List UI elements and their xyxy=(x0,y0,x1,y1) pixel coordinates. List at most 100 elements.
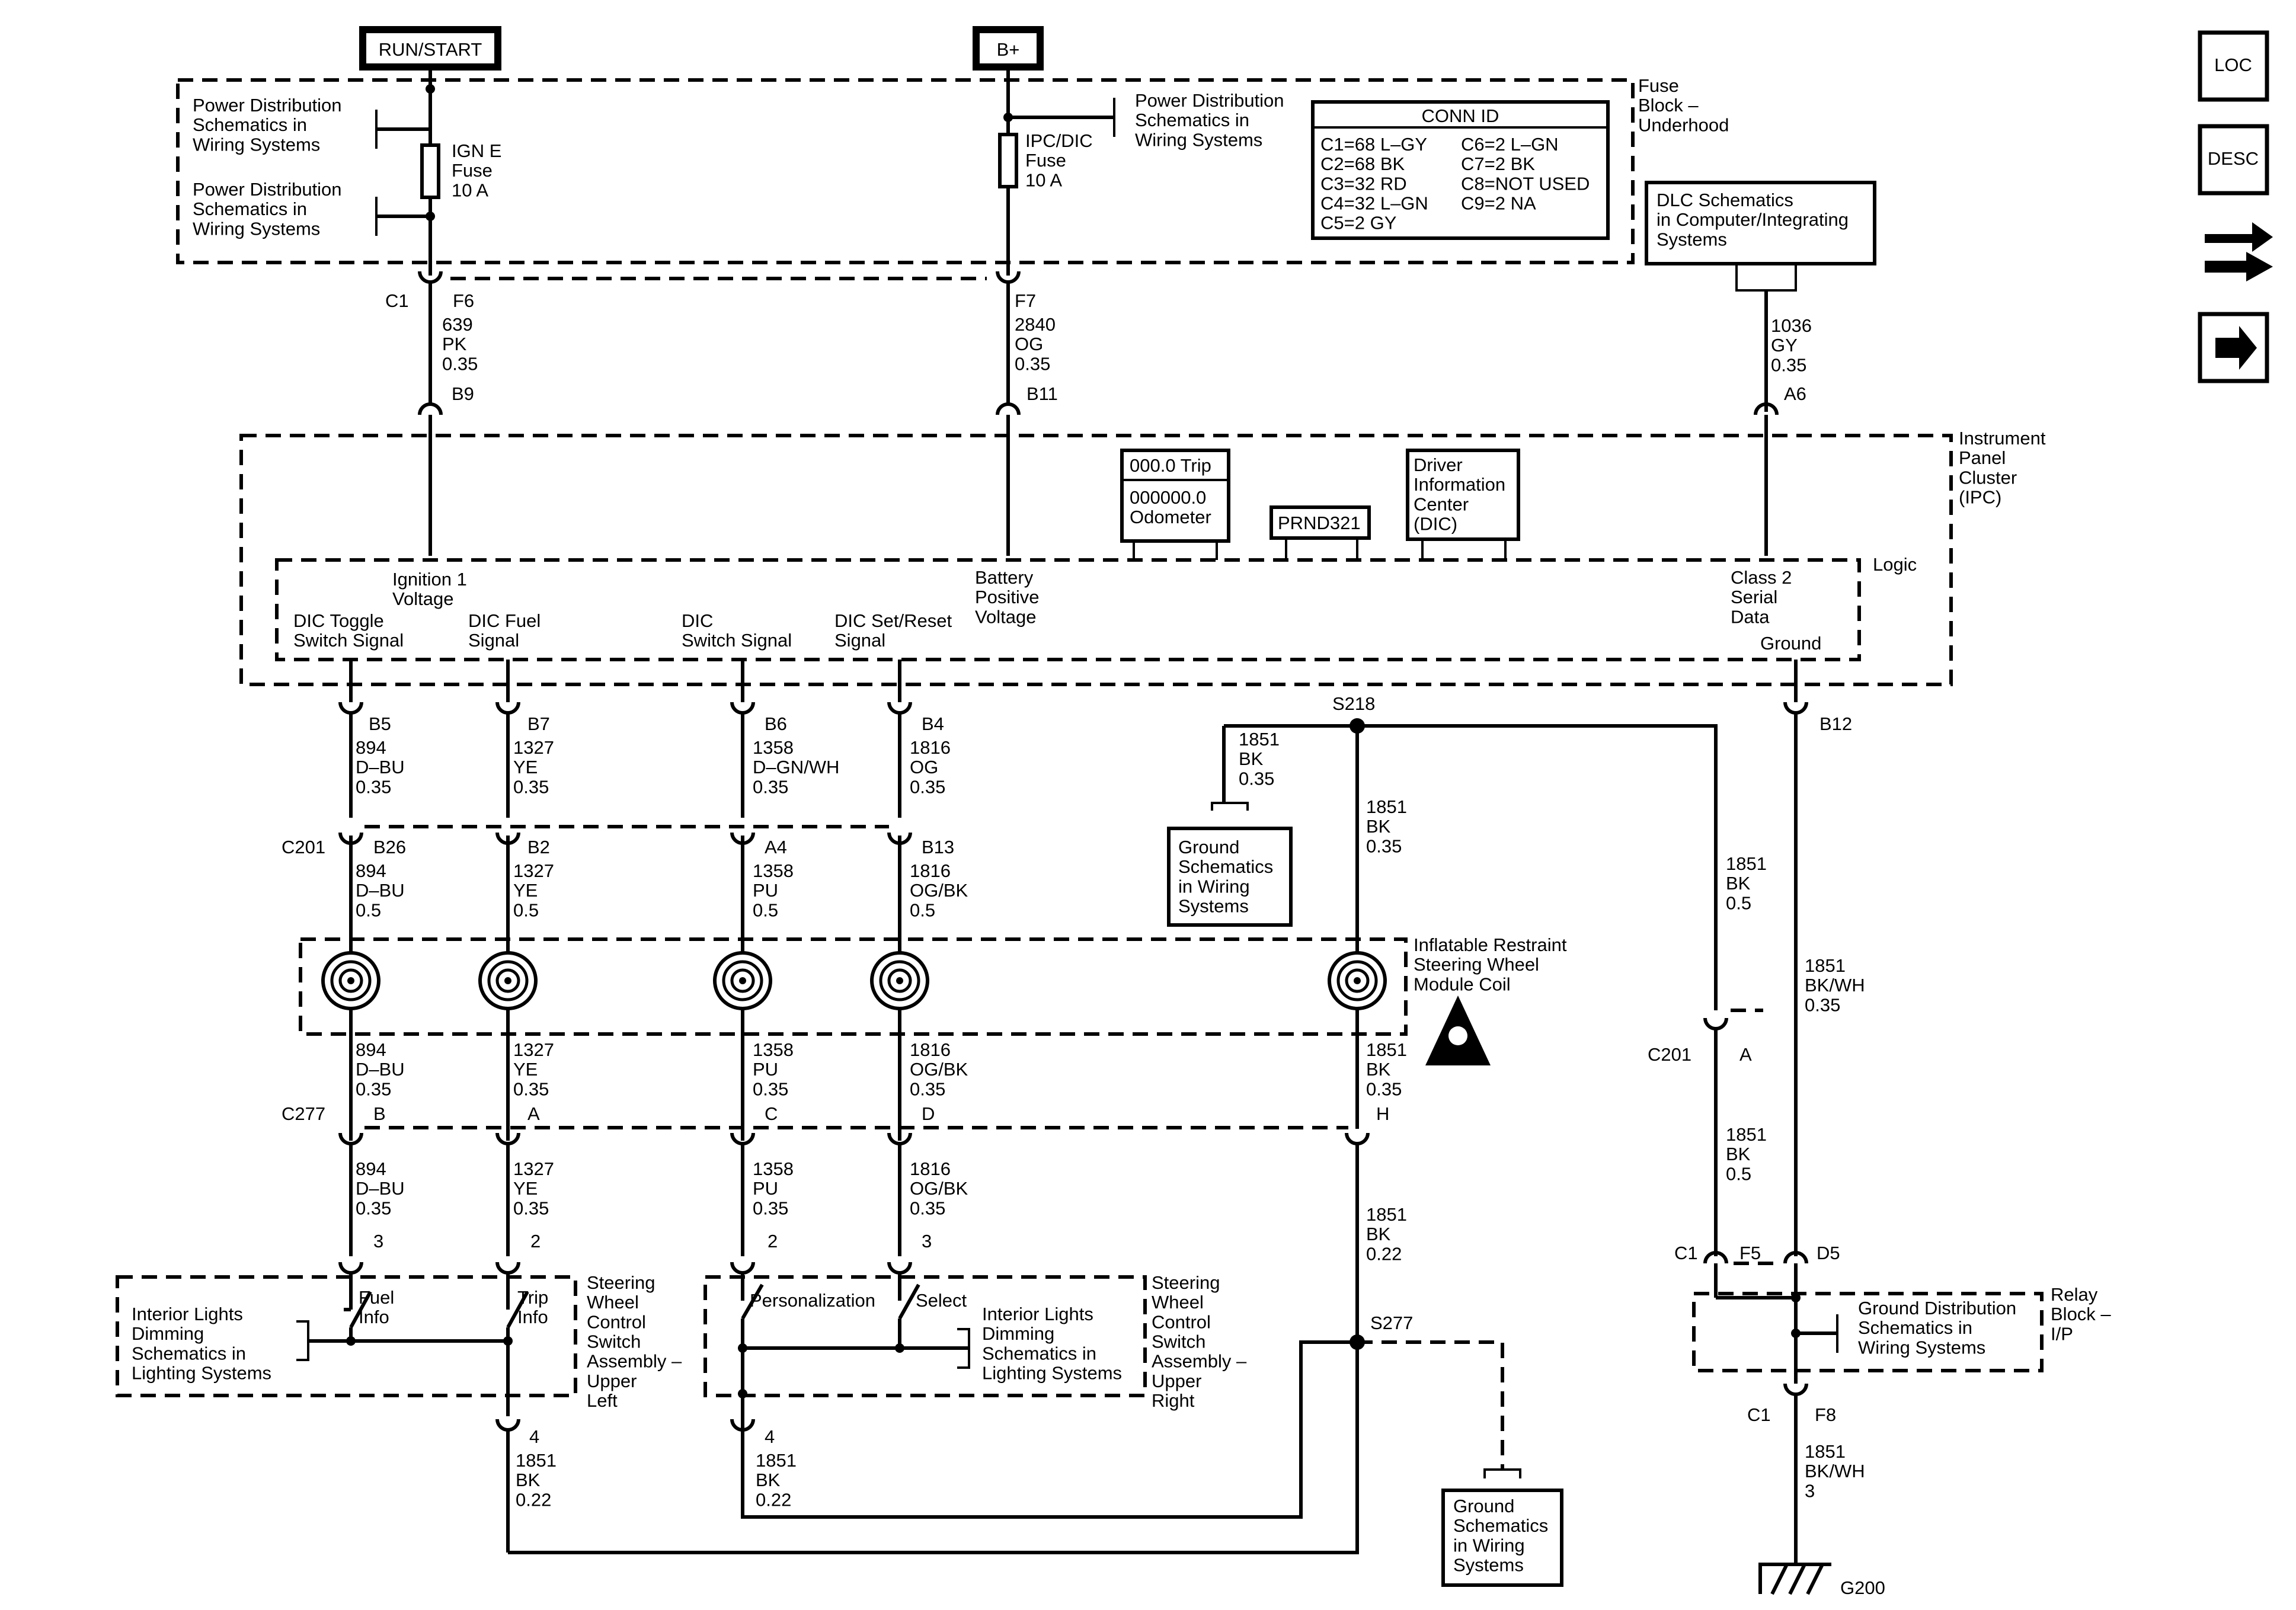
select-switch[interactable]: Select xyxy=(916,1290,967,1311)
switch-left-pin4: 4 xyxy=(529,1426,539,1447)
pin-c277-c: C xyxy=(765,1103,778,1124)
pin-c277-a: A xyxy=(527,1103,540,1124)
c201-label: C201 xyxy=(282,837,325,857)
next-arrow-button[interactable] xyxy=(2198,312,2269,383)
prnd-readout: PRND321 xyxy=(1278,513,1361,533)
airbag-coil-outline xyxy=(299,937,1408,1036)
s277-label: S277 xyxy=(1370,1313,1413,1333)
pin-sw-2b: 2 xyxy=(768,1231,778,1251)
pin-b9: B9 xyxy=(452,383,474,404)
loc-button[interactable]: LOC xyxy=(2198,30,2269,102)
dlc-box xyxy=(1645,181,1876,265)
pin-b11: B11 xyxy=(1027,383,1058,404)
pin-f7: F7 xyxy=(1015,290,1036,311)
relay-f8-label: F8 xyxy=(1815,1404,1836,1425)
ipc-logic-label: Logic xyxy=(1873,554,1917,575)
pin-b4: B4 xyxy=(922,713,944,734)
relay-d5-label: D5 xyxy=(1817,1243,1840,1263)
relay-c1b-label: C1 xyxy=(1747,1404,1771,1425)
personalization-switch[interactable]: Personalization xyxy=(750,1290,875,1311)
pin-a4: A4 xyxy=(765,837,787,857)
conn-id-title: CONN ID xyxy=(1422,105,1499,126)
b-plus-label: B+ xyxy=(997,39,1020,60)
c1-connector-label: C1 xyxy=(385,290,409,311)
pin-b2: B2 xyxy=(527,837,550,857)
ground-g200-icon xyxy=(1758,1563,1831,1595)
ign-e-fuse xyxy=(420,143,440,199)
pin-b5: B5 xyxy=(369,713,391,734)
trip-readout: 000.0 Trip xyxy=(1130,455,1211,476)
pin-sw-2a: 2 xyxy=(530,1231,541,1251)
pin-sw-3b: 3 xyxy=(922,1231,932,1251)
coil-symbols xyxy=(321,951,1387,1010)
desc-button[interactable]: DESC xyxy=(2198,124,2269,196)
pin-sw-3a: 3 xyxy=(373,1231,383,1251)
c201-a-pin: A xyxy=(1739,1044,1752,1065)
g200-label: G200 xyxy=(1840,1577,1885,1598)
pin-a6: A6 xyxy=(1784,383,1806,404)
ipc-logic-outline xyxy=(275,558,1861,661)
pin-b13: B13 xyxy=(922,837,954,857)
pin-b6: B6 xyxy=(765,713,787,734)
pin-c277-d: D xyxy=(922,1103,935,1124)
run-start-label: RUN/START xyxy=(379,39,482,60)
desc-icon: DESC xyxy=(2208,148,2259,169)
connector-wrench-icon[interactable] xyxy=(2205,222,2273,281)
relay-block-outline xyxy=(1692,1292,2044,1372)
pin-b7: B7 xyxy=(527,713,550,734)
c201-a-label: C201 xyxy=(1648,1044,1691,1065)
pin-f6: F6 xyxy=(453,290,474,311)
ground-ref-box-1 xyxy=(1167,827,1293,927)
ipc-dic-fuse xyxy=(998,133,1018,188)
